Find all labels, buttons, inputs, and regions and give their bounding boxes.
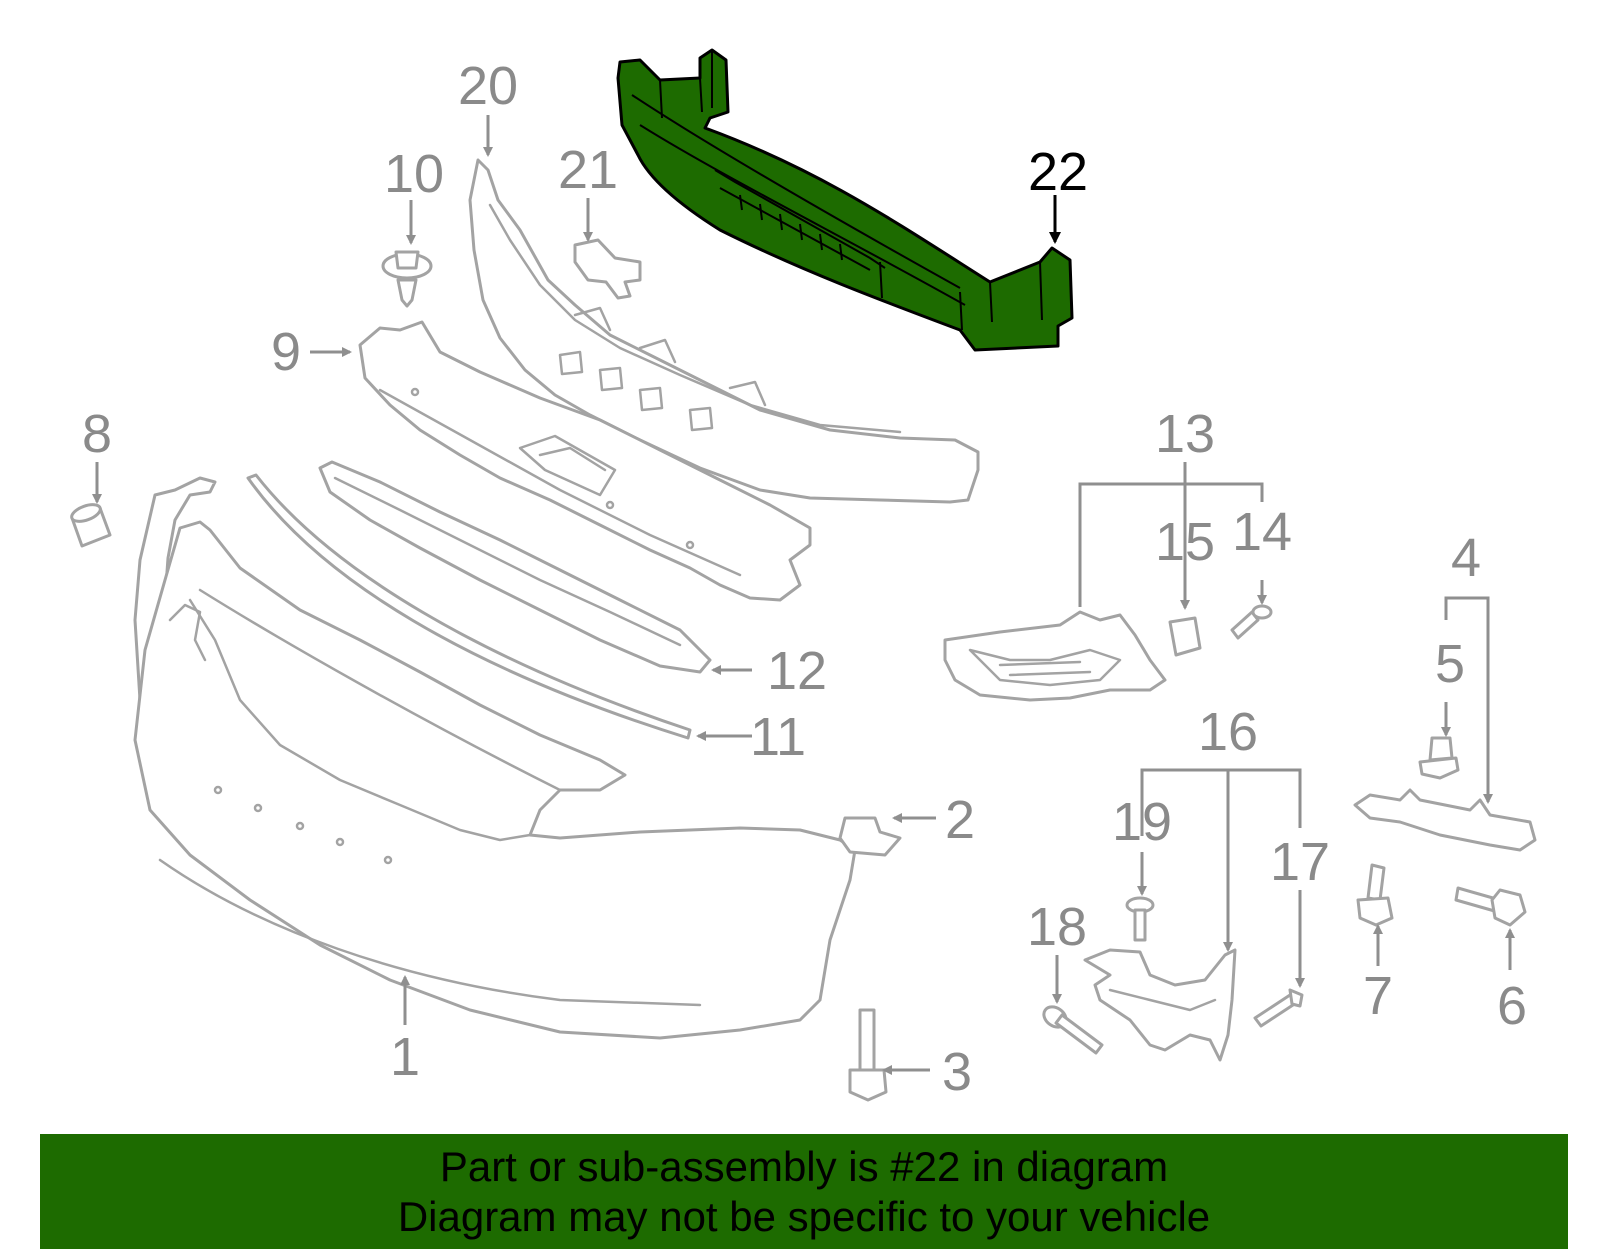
part-1-bumper-cover[interactable] — [133, 476, 857, 1040]
callout-19: 19 — [1112, 792, 1172, 852]
callout-5: 5 — [1435, 634, 1465, 694]
callout-1: 1 — [390, 1027, 420, 1087]
part-21-bracket[interactable] — [573, 238, 642, 300]
part-11-trim-strip[interactable] — [246, 473, 692, 740]
callout-16: 16 — [1198, 702, 1258, 762]
callout-8: 8 — [82, 404, 112, 464]
callout-labels: 22 20 21 10 9 8 12 11 1 2 3 13 14 15 4 5… — [82, 56, 1527, 1102]
leader-lines — [92, 115, 1515, 1075]
part-16-lower-bracket[interactable] — [1083, 948, 1237, 1062]
banner-line-disclaimer: Diagram may not be specific to your vehi… — [397, 1193, 1211, 1240]
callout-7: 7 — [1363, 966, 1393, 1026]
part-13-fog-lamp-bezel[interactable] — [943, 610, 1167, 702]
part-15-pad[interactable] — [1168, 616, 1202, 657]
callout-20: 20 — [458, 56, 518, 116]
callout-15: 15 — [1155, 512, 1215, 572]
part-12-grille[interactable] — [318, 460, 712, 674]
part-10-clip[interactable] — [381, 250, 433, 308]
callout-6: 6 — [1497, 976, 1527, 1036]
info-banner: Part or sub-assembly is #22 in diagram D… — [40, 1134, 1568, 1249]
callout-22: 22 — [1028, 142, 1088, 202]
callout-2: 2 — [945, 790, 975, 850]
part-17-screw[interactable] — [1253, 988, 1304, 1028]
part-9-upper-cover[interactable] — [358, 320, 812, 602]
callout-13: 13 — [1155, 404, 1215, 464]
part-18-screw[interactable] — [1040, 1003, 1104, 1055]
part-4-bracket[interactable] — [1353, 788, 1537, 852]
callout-14: 14 — [1232, 502, 1292, 562]
callout-17: 17 — [1270, 832, 1330, 892]
part-22-reinforcement-beam[interactable] — [616, 48, 1074, 352]
part-8-bushing[interactable] — [70, 501, 112, 548]
part-14-screw[interactable] — [1230, 604, 1273, 640]
banner-line-part: Part or sub-assembly is #22 in diagram — [439, 1143, 1169, 1190]
callout-9: 9 — [271, 322, 301, 382]
part-19-screw[interactable] — [1125, 896, 1155, 942]
part-7-screw[interactable] — [1356, 863, 1394, 927]
callout-11: 11 — [750, 707, 806, 767]
callout-21: 21 — [558, 140, 618, 200]
part-5-clip[interactable] — [1418, 736, 1460, 780]
callout-18: 18 — [1027, 897, 1087, 957]
callout-3: 3 — [942, 1042, 972, 1102]
part-6-bolt[interactable] — [1454, 886, 1527, 927]
callout-10: 10 — [384, 144, 444, 204]
callout-12: 12 — [767, 641, 827, 701]
part-20-energy-absorber[interactable] — [468, 158, 980, 504]
callout-4: 4 — [1451, 528, 1481, 588]
part-3-bolt[interactable] — [848, 1008, 888, 1102]
part-2-nut[interactable] — [838, 816, 902, 857]
